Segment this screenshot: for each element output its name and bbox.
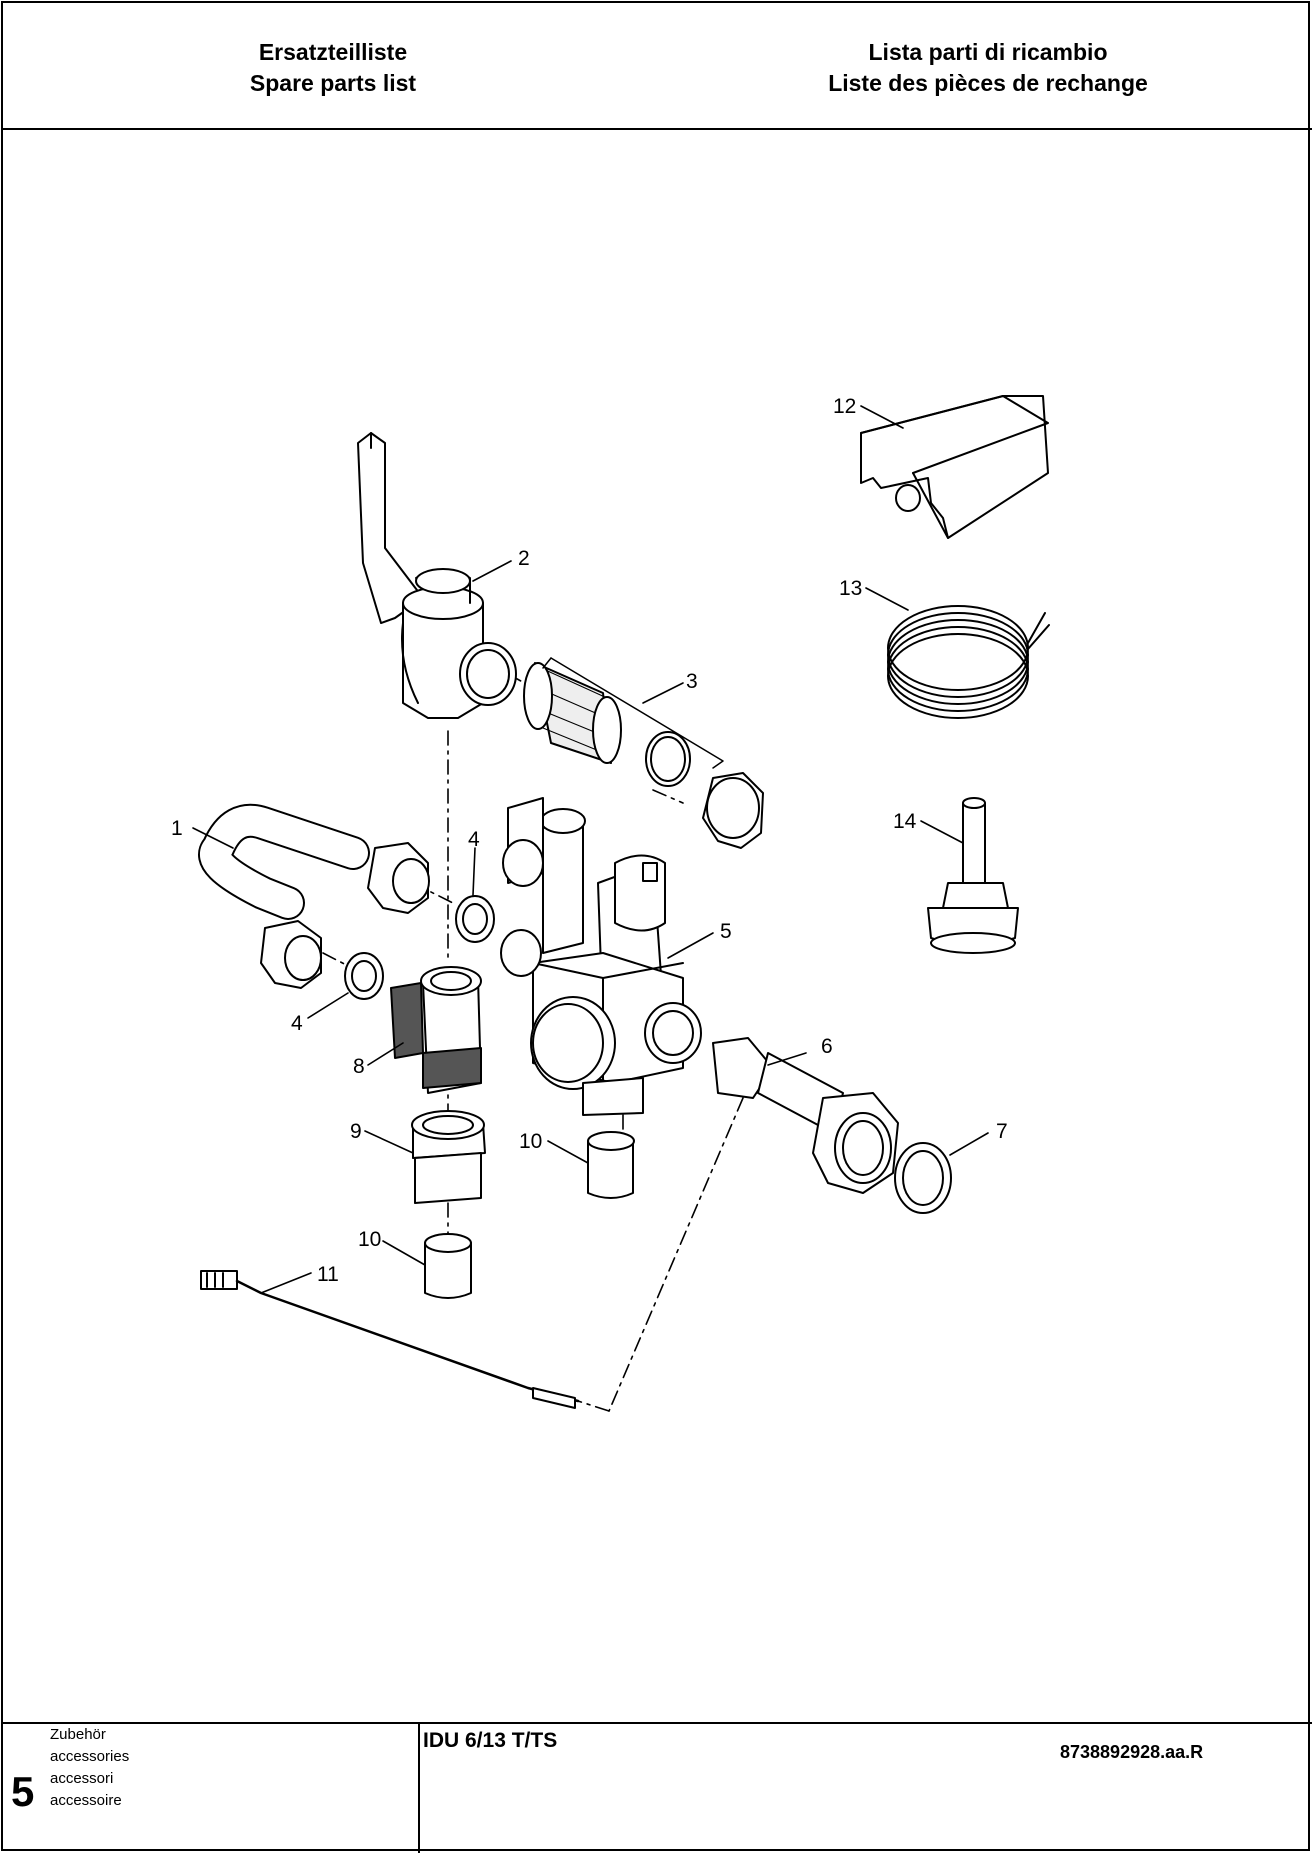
callout-14: 14 [893,810,917,833]
title-french: Liste des pièces de rechange [828,70,1148,96]
part-u-tube [198,803,430,989]
header-title-left: Ersatzteilliste Spare parts list [203,37,463,99]
part-safety-group [500,797,702,1116]
callout-5: 5 [720,920,732,943]
section-number: 5 [11,1768,35,1815]
category-french: accessoire [50,1792,122,1809]
title-german: Ersatzteilliste [258,39,408,65]
part-cover [860,395,1049,539]
callout-1: 1 [171,817,183,840]
model-name: IDU 6/13 T/TS [423,1729,558,1752]
callout-10-right: 10 [519,1130,542,1153]
callout-6: 6 [821,1035,833,1058]
part-large-washer [894,1142,952,1214]
document-number: 8738892928.aa.R [1060,1742,1204,1762]
parts-illustration: 1 2 3 4 4 5 6 7 8 9 10 10 11 12 13 14 [171,395,1050,1412]
callout-8: 8 [353,1055,365,1078]
page-header: Ersatzteilliste Spare parts list Lista p… [3,3,1312,130]
callout-13: 13 [839,577,862,600]
footer-divider [418,1724,420,1853]
callout-10-left: 10 [358,1228,381,1251]
callout-numbers: 1 2 3 4 4 5 6 7 8 9 10 10 11 12 13 14 [171,395,1008,1286]
callout-4-top: 4 [468,828,480,851]
title-italian: Lista parti di ricambio [868,39,1108,65]
callout-leader-lines [192,405,989,1294]
page-footer: 5 Zubehör accessories accessori accessoi… [3,1722,1312,1853]
part-coiled-cable [887,605,1050,719]
part-threaded-tee [390,966,482,1094]
exploded-view-drawing: 1 2 3 4 4 5 6 7 8 9 10 10 11 12 13 14 87… [3,130,1312,1762]
header-title-right: Lista parti di ricambio Liste des pièces… [803,37,1173,99]
callout-2: 2 [518,547,530,570]
part-washers [344,895,495,1000]
callout-7: 7 [996,1120,1008,1143]
callout-4-left: 4 [291,1012,303,1035]
part-ball-valve [357,432,517,719]
callout-3: 3 [686,670,698,693]
category-italian: accessori [50,1770,114,1787]
part-strainer-set [523,657,764,849]
category-english: accessories [50,1748,130,1765]
category-german: Zubehör [50,1726,106,1743]
category-labels: Zubehör accessories accessori accessoire [50,1724,129,1812]
part-sensor-well [927,797,1019,954]
callout-12: 12 [833,395,856,418]
part-reducer-nipple [411,1110,486,1204]
title-english: Spare parts list [249,70,417,96]
part-sensor-cable [200,1270,580,1409]
callout-9: 9 [350,1120,362,1143]
part-plugs [424,1131,635,1299]
part-adapter-pipe [712,1037,899,1194]
callout-11: 11 [317,1263,339,1286]
